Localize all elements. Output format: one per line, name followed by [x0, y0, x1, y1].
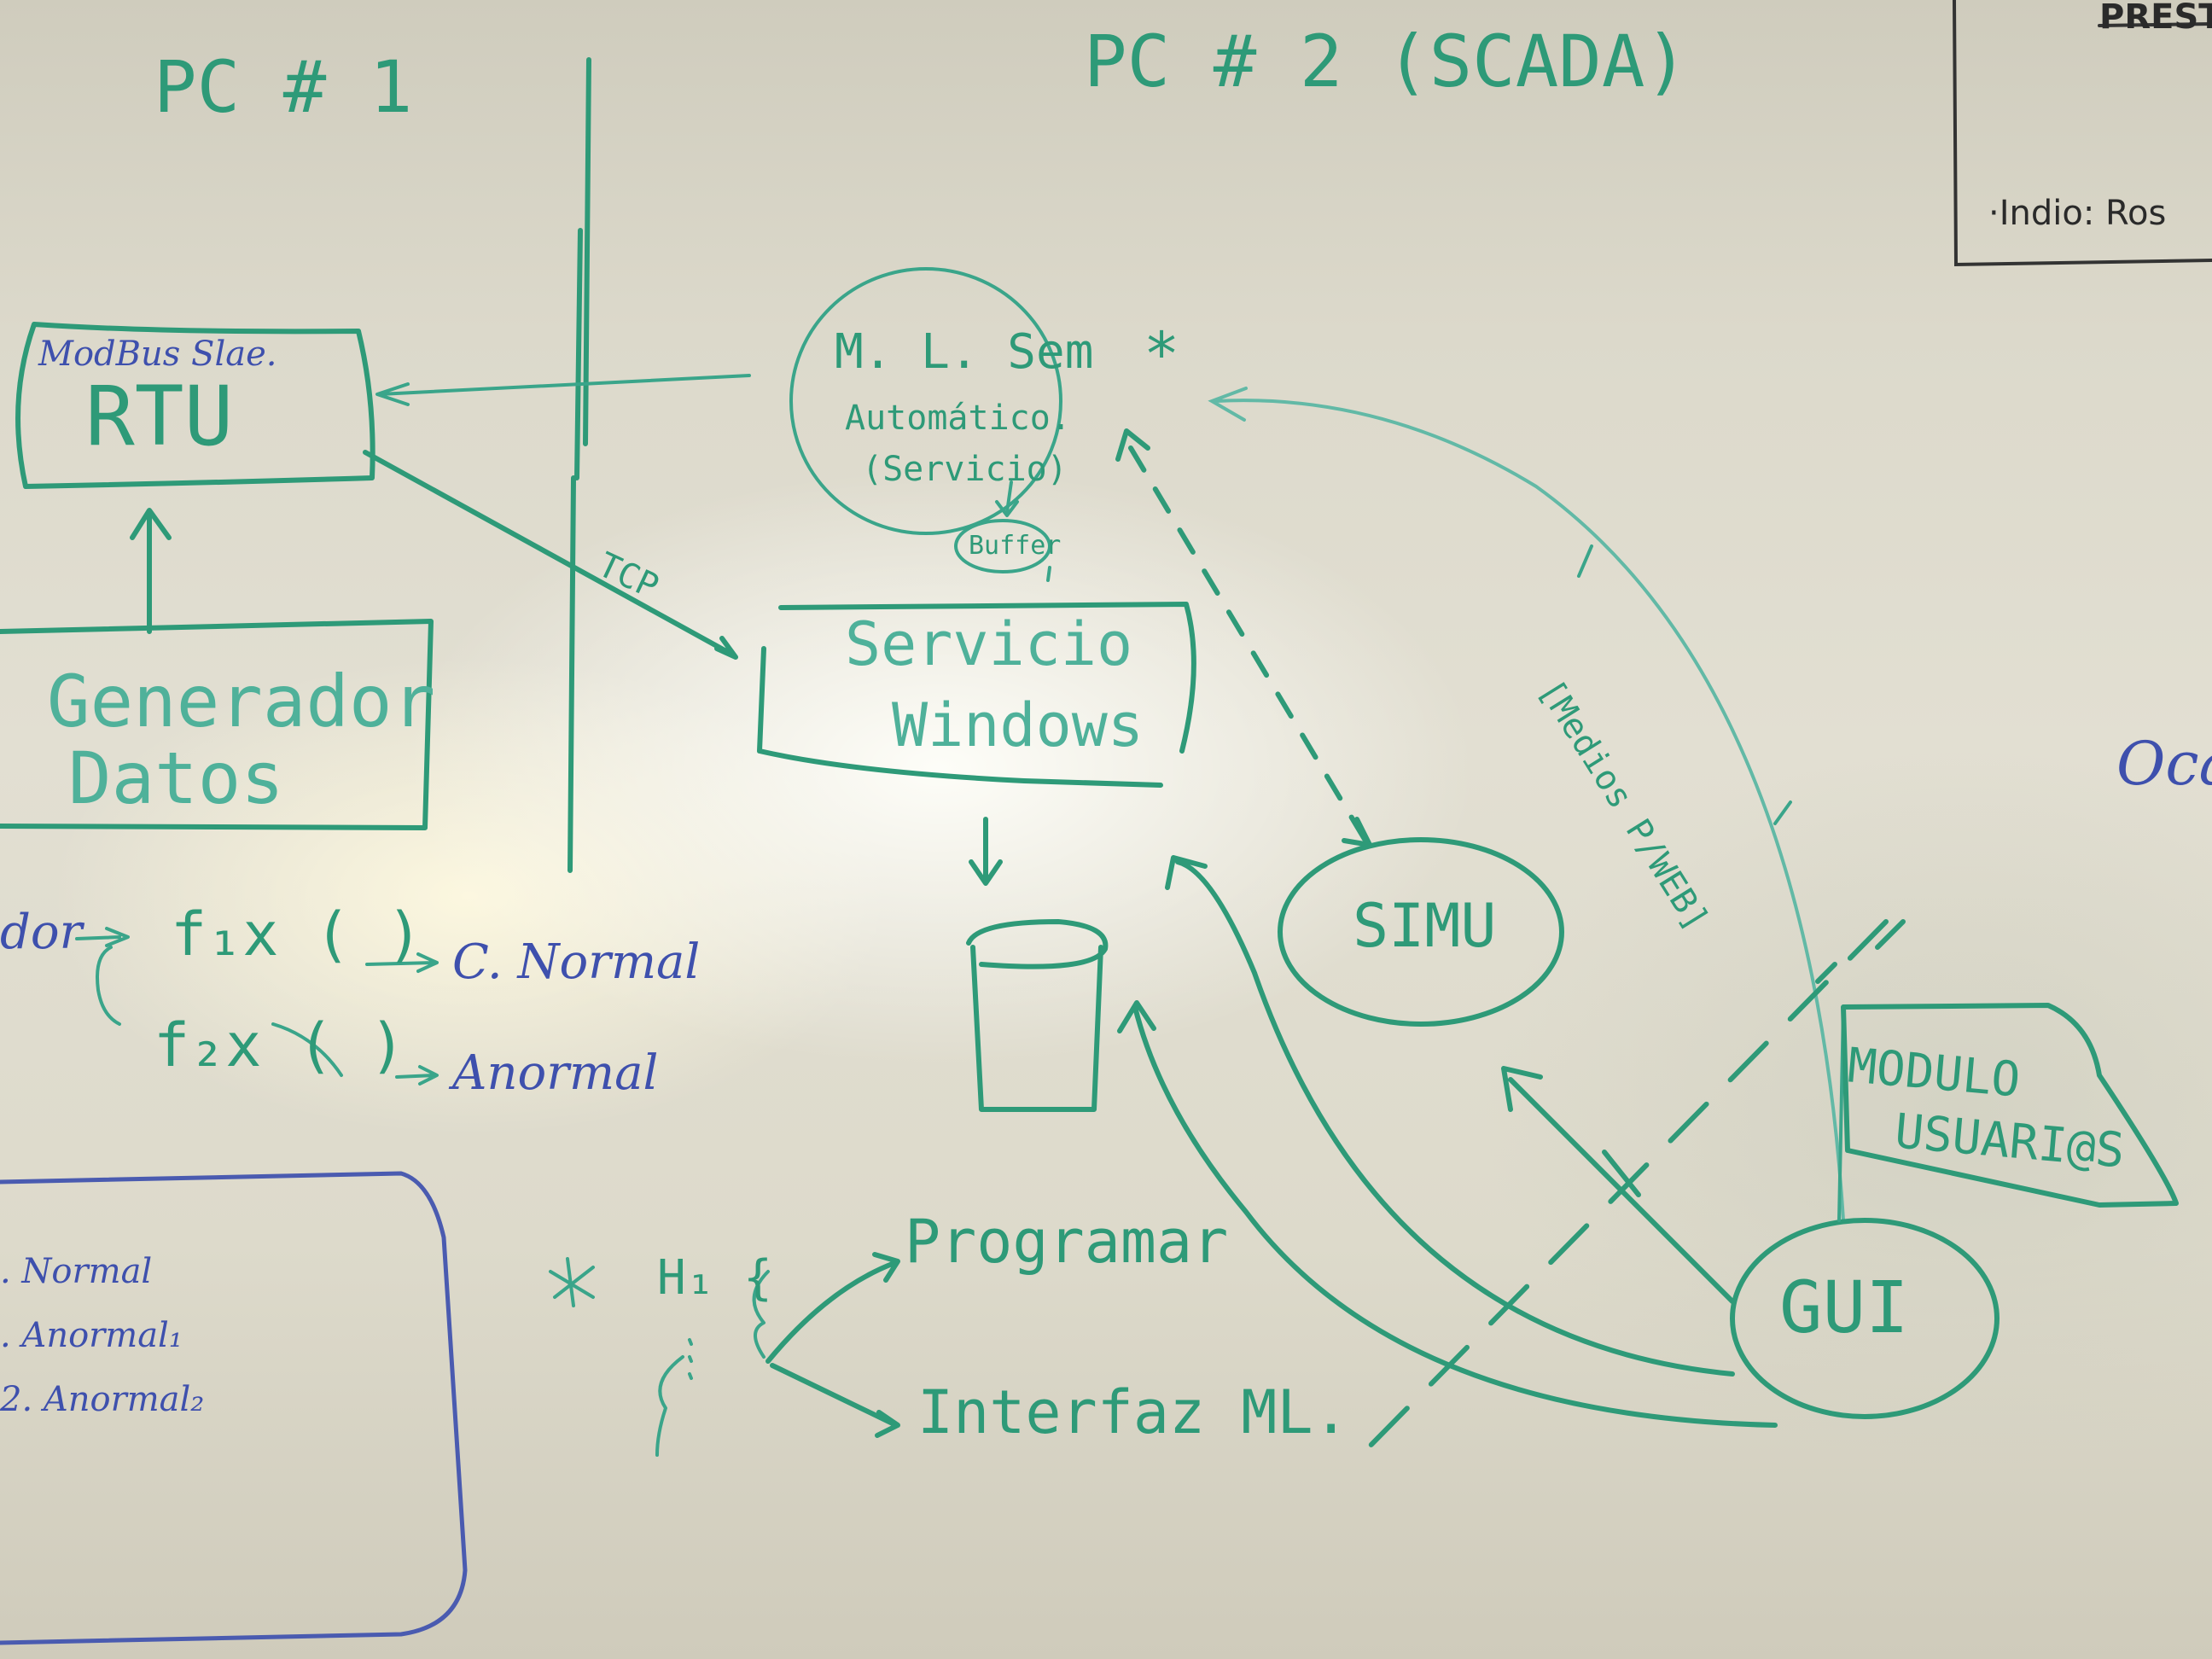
- h1-brace-bottom: [655, 1355, 684, 1457]
- servicio-windows-box: [757, 602, 1196, 788]
- interfaz-label: Interfaz ML.: [917, 1377, 1349, 1447]
- prestamo-label: PRESTA: [2099, 0, 2212, 37]
- dots: [688, 1338, 693, 1380]
- modulo-label-1: MODULO: [1845, 1038, 2023, 1109]
- heading-pc2: PC # 2 (SCADA): [1084, 20, 1689, 103]
- arrow-to-programar: [765, 1252, 900, 1364]
- function-f2: f₂x ( ): [154, 1010, 406, 1080]
- mlsem-ellipse: [789, 267, 1062, 535]
- simu-label: SIMU: [1353, 891, 1497, 961]
- arrow-f1-result: [365, 952, 439, 973]
- buffer-ellipse: [954, 519, 1051, 573]
- function-f2-result: Anormal: [452, 1045, 659, 1101]
- bottom-star: [549, 1257, 595, 1307]
- dash-marks: [1815, 919, 1906, 984]
- buffer-label: Buffer: [969, 531, 1062, 561]
- tcp-link: [363, 450, 738, 660]
- function-arrow-left: [75, 927, 130, 947]
- medios-web-bracket: [1577, 544, 1792, 825]
- mlsem-label-1: M. L. Sem: [835, 324, 1094, 380]
- servicio-label-1: Servicio: [845, 609, 1133, 679]
- h1-label: H₁ {: [657, 1250, 772, 1306]
- rtu-box: [15, 322, 375, 489]
- dashed-diagonal-line: [1354, 919, 1889, 1462]
- buffer-tick: [1046, 566, 1051, 582]
- modbus-small-label: ModBus Slae.: [38, 335, 277, 374]
- mlsem-star: *: [1144, 319, 1180, 389]
- mlsem-label-2: Automático.: [845, 399, 1071, 438]
- function-brace: [96, 946, 121, 1026]
- function-prefix: dor: [0, 905, 83, 960]
- arrow-to-database: [969, 817, 1003, 886]
- generador-label-1: Generador: [47, 660, 436, 743]
- database-cylinder: [966, 919, 1109, 1112]
- blue-list-item-1: . Normal: [0, 1252, 153, 1291]
- dashed-link-mlsem-simu: [1128, 445, 1368, 843]
- heading-pc1: PC # 1: [154, 45, 413, 129]
- oca-label: Oca: [2116, 729, 2212, 799]
- arrow-to-interfaz: [770, 1363, 900, 1438]
- mlsem-label-3: (Servicio): [862, 450, 1068, 489]
- blue-box: [0, 1171, 468, 1645]
- arrow-f2-result: [395, 1065, 439, 1086]
- blue-list-item-2: . Anormal₁: [0, 1316, 183, 1355]
- top-right-bracket: [1953, 0, 2212, 267]
- top-right-underline: [2098, 22, 2212, 27]
- arrow-gui-to-simu: [1501, 1066, 1735, 1304]
- dashed-arrowhead-top: [1115, 428, 1150, 462]
- top-right-note: ·Indio: Ros: [1988, 194, 2167, 233]
- arrow-generador-to-rtu: [130, 508, 172, 634]
- gui-ellipse: [1730, 1218, 2000, 1419]
- function-f1: f₁x ( ): [171, 899, 423, 969]
- arrow-gui-to-database: [1117, 1000, 1778, 1428]
- gui-label: GUI: [1779, 1266, 1909, 1349]
- blue-list-item-3: 2. Anormal₂: [0, 1380, 205, 1419]
- arrow-mlsem-to-rtu: [375, 374, 751, 406]
- dashed-arrowhead-bottom: [1342, 817, 1372, 847]
- simu-ellipse: [1278, 837, 1564, 1027]
- arrow-gui-to-servicio: [1165, 855, 1735, 1377]
- generador-label-2: Datos: [68, 736, 284, 820]
- modulo-usuarios-box: [1841, 1003, 2179, 1208]
- arc-gui-to-mlsem: [1208, 387, 1845, 1222]
- generador-box: [0, 619, 434, 830]
- rtu-label: RTU: [85, 369, 234, 464]
- programar-label: Programar: [905, 1207, 1229, 1277]
- servicio-label-2: Windows: [892, 690, 1144, 760]
- h1-brace: [752, 1270, 770, 1359]
- function-f1-result: C. Normal: [452, 934, 701, 990]
- f2-paren: [271, 1022, 343, 1077]
- arrow-to-buffer: [995, 480, 1019, 517]
- pc-divider-line: [568, 57, 591, 873]
- arrow-gui-simu-tick: [1602, 1150, 1641, 1197]
